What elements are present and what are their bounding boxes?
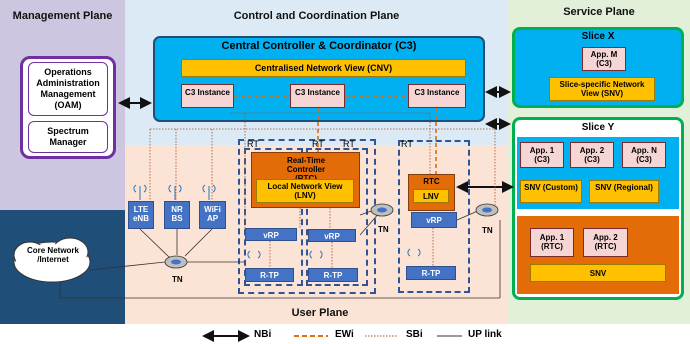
- bs-nr-line1: NR: [171, 205, 183, 214]
- rtp-left-a: R-TP: [245, 268, 294, 282]
- rtc-left-title: Real-Time Controller (RTC): [286, 156, 326, 183]
- slice-y-snv-regional: SNV (Regional): [589, 180, 659, 203]
- c3-instance-3: C3 Instance: [408, 84, 466, 108]
- tn-label-1: TN: [172, 275, 183, 284]
- rt-region-right: [398, 140, 470, 293]
- rt-label-4: RT: [401, 139, 413, 149]
- bs-wifi-line1: WiFi: [204, 205, 221, 214]
- slice-x-title: Slice X: [581, 31, 615, 42]
- bs-lte-line1: LTE: [133, 205, 149, 214]
- service-plane-title: Service Plane: [563, 6, 635, 18]
- user-plane-title: User Plane: [291, 307, 349, 319]
- antenna-icons: [133, 184, 421, 259]
- cnv-box: Centralised Network View (CNV): [181, 59, 466, 77]
- control-plane-title: Control and Coordination Plane: [233, 10, 400, 22]
- core-cloud-icon: [13, 237, 91, 283]
- oam-box: Operations Administration Management (OA…: [28, 62, 108, 116]
- sbi-links: [149, 112, 496, 268]
- rtp-left-b: R-TP: [308, 268, 358, 282]
- legend-ewi: EWi: [335, 329, 354, 340]
- tn-cloud-icon-1: [164, 255, 188, 269]
- bs-lte-line2: eNB: [132, 214, 149, 223]
- legend-nbi: NBi: [254, 329, 272, 340]
- core-network-label: Core Network /Internet: [26, 246, 79, 264]
- rt-region-left-a: [244, 148, 303, 286]
- tn-cloud-icon-3: [475, 203, 499, 217]
- vrp-left-a: vRP: [245, 228, 297, 241]
- ewi-links: [234, 95, 437, 174]
- rt-label-3: RT: [343, 139, 355, 149]
- slice-y-app-1: App. 1 (C3): [520, 142, 564, 168]
- spectrum-manager-box: Spectrum Manager: [28, 121, 108, 153]
- slice-y-snv-custom: SNV (Custom): [520, 180, 582, 203]
- slice-y-snv-rt: SNV: [530, 264, 666, 282]
- bs-wifi-line2: AP: [206, 214, 219, 223]
- rt-region-left-b: [306, 148, 368, 286]
- c3-title: Central Controller & Coordinator (C3): [221, 40, 417, 52]
- legend-sbi: SBi: [406, 329, 423, 340]
- rtc-right-title: RTC: [423, 177, 440, 186]
- slice-x-app: App. M (C3): [582, 47, 626, 71]
- vrp-left-b: vRP: [308, 229, 356, 242]
- slice-y-title: Slice Y: [581, 122, 615, 133]
- rt-region-left: [238, 139, 376, 294]
- slice-x-snv: Slice-specific Network View (SNV): [549, 77, 655, 101]
- up-links: [59, 207, 501, 299]
- tn-label-2: TN: [378, 225, 389, 234]
- slice-y-app-2: App. 2 (C3): [570, 142, 614, 168]
- rt-label-1: RT: [247, 139, 259, 149]
- tn-label-3: TN: [482, 226, 493, 235]
- lnv-left: Local Network View (LNV): [256, 179, 354, 203]
- bs-nr-line2: BS: [171, 214, 183, 223]
- slice-y-rt-app-1: App. 1 (RTC): [530, 228, 574, 257]
- c3-instance-2: C3 Instance: [290, 84, 345, 108]
- legend-up: UP link: [468, 329, 502, 340]
- rtp-right: R-TP: [406, 266, 456, 280]
- lnv-right: LNV: [413, 189, 449, 203]
- vrp-right: vRP: [411, 212, 457, 228]
- c3-instance-1: C3 Instance: [181, 84, 234, 108]
- slice-y-app-n: App. N (C3): [622, 142, 666, 168]
- tn-cloud-icon-2: [370, 203, 394, 217]
- management-plane-title: Management Plane: [12, 10, 113, 22]
- slice-y-rt-app-2: App. 2 (RTC): [583, 228, 628, 257]
